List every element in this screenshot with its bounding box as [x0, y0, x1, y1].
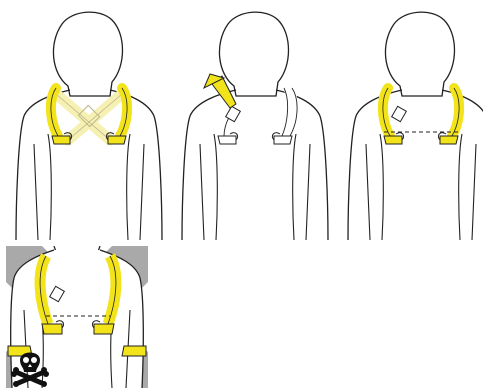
figure-icon: [12, 4, 164, 242]
panel-adjust-strap: [178, 4, 330, 242]
figure-icon: [178, 4, 330, 242]
panel-incorrect-fit: [6, 246, 148, 388]
figure-icon: [6, 246, 148, 388]
figure-icon: [344, 4, 483, 242]
panel-cross-straps: [12, 4, 164, 242]
panel-correct-fit: [344, 4, 483, 242]
